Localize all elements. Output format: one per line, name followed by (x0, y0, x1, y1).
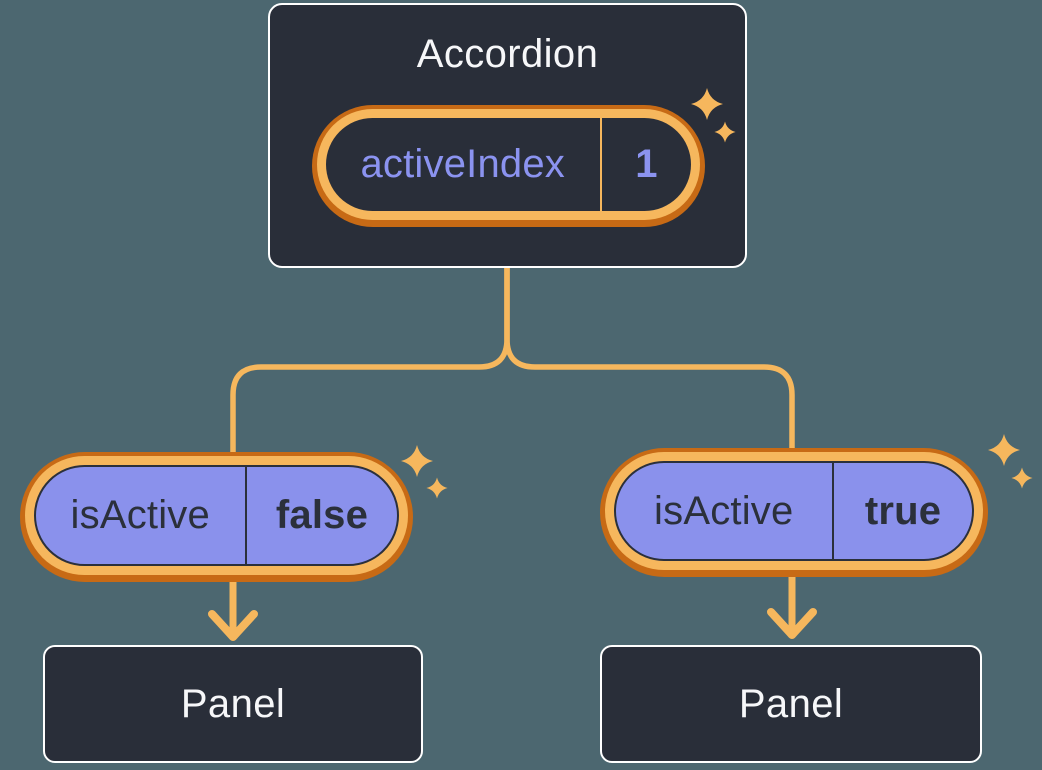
prop-name-cell: isActive (36, 467, 245, 564)
sparkle-icon (426, 477, 448, 499)
prop-name-cell: isActive (616, 463, 832, 559)
down-arrow-left-head (208, 610, 258, 641)
sparkle-icon (1011, 467, 1033, 489)
state-value-label: 1 (635, 142, 658, 186)
sparkle-icon (714, 121, 736, 143)
pill-body: isActive true (614, 461, 974, 561)
pill-divider (244, 467, 247, 564)
prop-value-label: true (864, 488, 942, 533)
panel-node-right: Panel (600, 645, 982, 763)
sparkle-icon (401, 445, 433, 477)
panel-label: Panel (180, 681, 286, 726)
panel-node-left: Panel (43, 645, 423, 763)
connector-right-branch (504, 263, 795, 449)
prop-name-label: isActive (654, 488, 794, 533)
prop-name-label: isActive (70, 493, 210, 537)
connector-left-branch (230, 263, 510, 453)
pill-body: isActive false (34, 465, 399, 566)
is-active-pill-left: isActive false (20, 452, 413, 582)
pill-divider (599, 118, 602, 211)
prop-value-cell: true (834, 463, 972, 559)
state-value-cell: 1 (602, 118, 691, 211)
pill-inner-ring: isActive false (25, 456, 408, 575)
state-name-label: activeIndex (360, 142, 566, 186)
state-name-cell: activeIndex (326, 118, 600, 211)
down-arrow-right-head (767, 608, 817, 639)
is-active-pill-right: isActive true (600, 448, 988, 577)
prop-value-cell: false (247, 467, 397, 564)
pill-divider (831, 463, 834, 559)
pill-inner-ring: activeIndex 1 (317, 109, 700, 220)
active-index-pill: activeIndex 1 (312, 105, 705, 227)
pill-body: activeIndex 1 (326, 118, 691, 211)
prop-value-label: false (275, 493, 369, 537)
accordion-title: Accordion (416, 32, 599, 76)
panel-label: Panel (738, 681, 844, 726)
sparkle-icon (691, 88, 723, 120)
sparkle-icon (988, 434, 1020, 466)
pill-inner-ring: isActive true (605, 452, 983, 570)
